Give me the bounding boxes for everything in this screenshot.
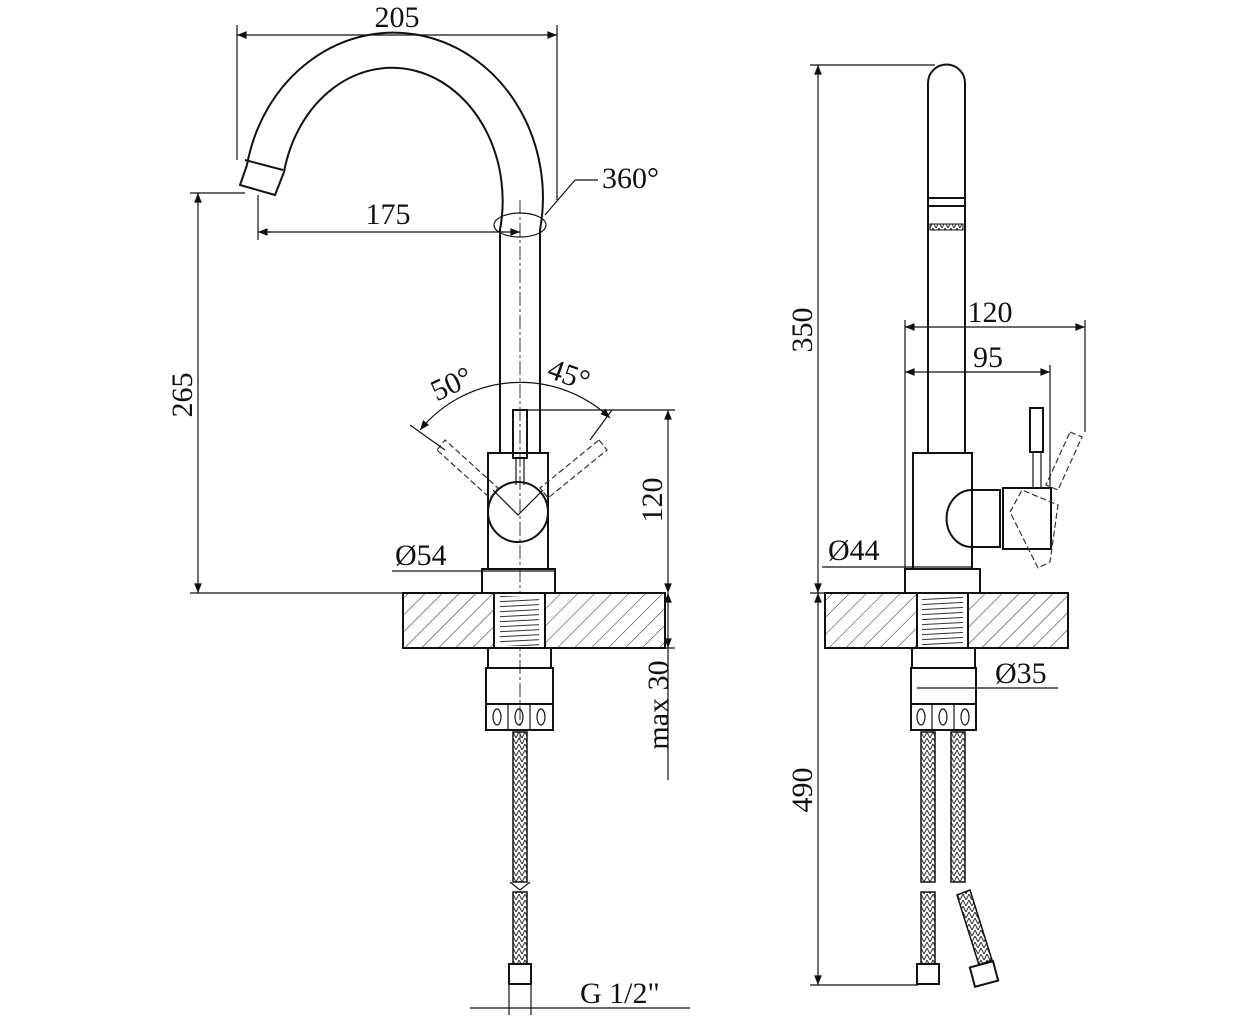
- faucet-body-side: [904, 407, 1083, 594]
- countertop-section-side: [824, 592, 1069, 649]
- dim-205: 205: [375, 1, 420, 34]
- mounting-nut-side: [910, 647, 977, 731]
- dim-angle-45: 45°: [544, 352, 595, 397]
- front-view: 205 175 360° 265 50° 45° 120 Ø54: [166, 1, 690, 1015]
- dim-thread-g12: G 1/2": [580, 977, 660, 1010]
- dim-175: 175: [366, 198, 411, 231]
- supply-hose: [508, 731, 532, 985]
- dim-490: 490: [786, 768, 819, 813]
- dim-120-front: 120: [636, 478, 669, 523]
- countertop-section: [402, 592, 666, 649]
- side-view: 350 120 95 Ø44 Ø35 490: [786, 63, 1086, 988]
- dim-diameter-44: Ø44: [828, 534, 880, 567]
- dim-max-30: max 30: [642, 660, 675, 749]
- faucet-body: [436, 409, 608, 594]
- dim-120-side: 120: [968, 296, 1013, 329]
- dim-diameter-54: Ø54: [395, 539, 447, 572]
- dim-angle-50: 50°: [426, 360, 478, 408]
- dim-265: 265: [166, 373, 199, 418]
- dim-350: 350: [786, 308, 819, 353]
- mounting-nut: [485, 647, 554, 731]
- dimensions-side: 350 120 95 Ø44 Ø35 490: [786, 64, 1086, 986]
- dim-95: 95: [973, 341, 1003, 374]
- dim-360: 360°: [602, 162, 659, 195]
- dim-diameter-35: Ø35: [995, 657, 1047, 690]
- spout-side: [927, 63, 966, 453]
- supply-hoses-side: [916, 731, 1000, 988]
- dimensions-front: 205 175 360° 265 50° 45° 120 Ø54: [166, 1, 690, 1015]
